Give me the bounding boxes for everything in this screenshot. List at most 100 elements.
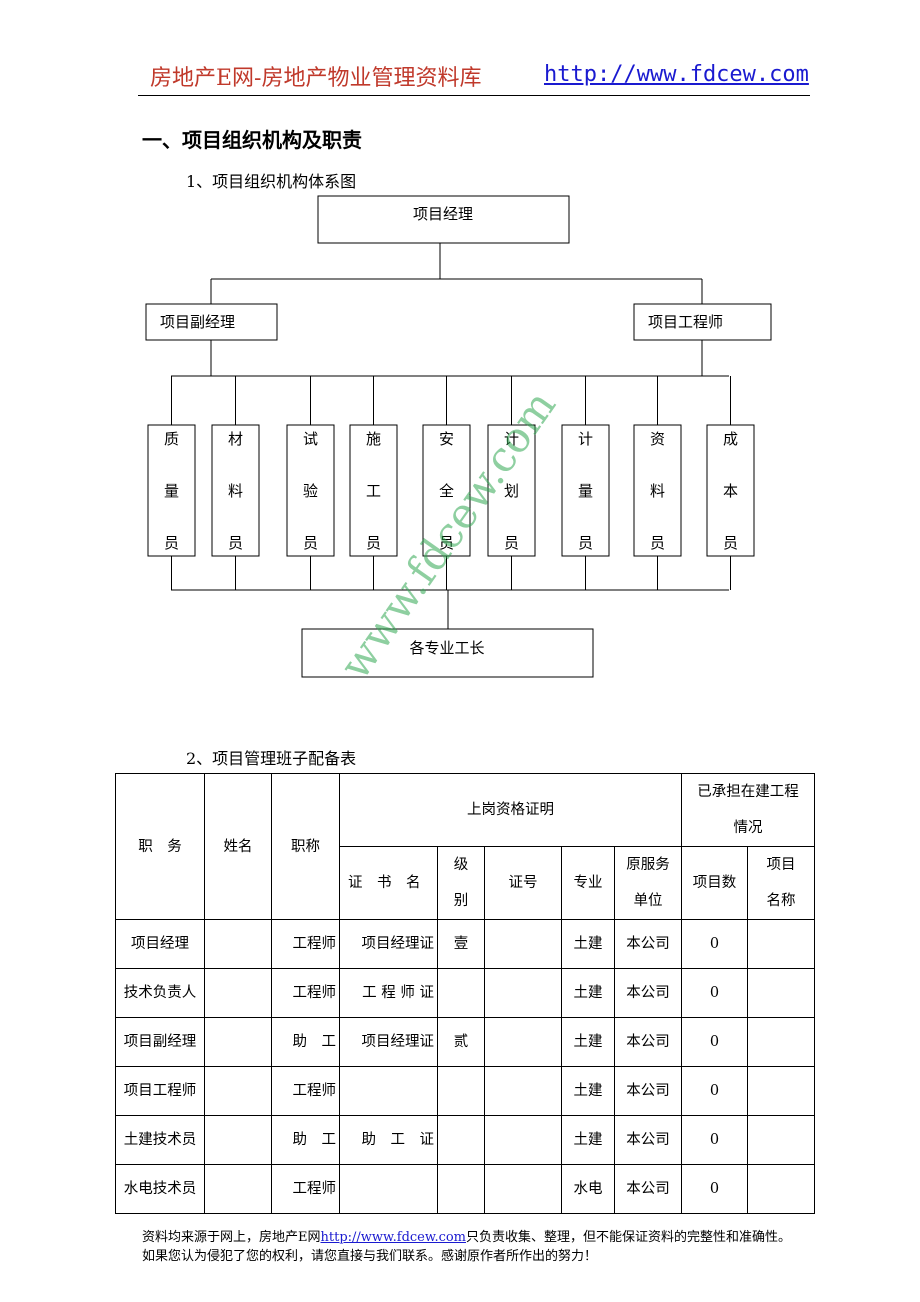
cell-title: 工程师 — [271, 968, 340, 1018]
cell-project-count: 0 — [681, 1164, 748, 1214]
header-title: 职称 — [271, 773, 340, 920]
cell-title: 助 工 — [271, 1115, 340, 1165]
header-cert-name: 证 书 名 — [339, 846, 438, 920]
org-chart: 项目经理项目副经理项目工程师各专业工长质量员材料员试验员施工员安全员计划员计量员… — [145, 195, 772, 678]
cell-title: 工程师 — [271, 1164, 340, 1214]
cell-title: 工程师 — [271, 919, 340, 969]
cell-cert-no — [484, 1115, 562, 1165]
cell-position: 技术负责人 — [115, 968, 205, 1018]
cell-unit: 本公司 — [614, 1017, 682, 1067]
org-box-manager — [317, 195, 570, 244]
cell-project-count: 0 — [681, 1066, 748, 1116]
header-project-count: 项目数 — [681, 846, 748, 920]
section-title: 一、项目组织机构及职责 — [142, 128, 362, 152]
cell-position: 土建技术员 — [115, 1115, 205, 1165]
org-staff-label: 试 — [303, 430, 318, 448]
cell-position: 项目经理 — [115, 919, 205, 969]
cell-position: 项目工程师 — [115, 1066, 205, 1116]
org-staff-label: 员 — [366, 534, 381, 552]
cell-level: 壹 — [437, 919, 485, 969]
org-staff-label: 划 — [504, 482, 519, 500]
cell-cert-name: 项目经理证 — [339, 919, 438, 969]
header-level: 级 别 — [437, 846, 485, 920]
cell-project-name — [747, 1066, 815, 1116]
cell-specialty: 土建 — [561, 968, 615, 1018]
org-staff-label: 质 — [164, 430, 179, 448]
cell-unit: 本公司 — [614, 1066, 682, 1116]
cell-title: 工程师 — [271, 1066, 340, 1116]
header-divider — [138, 95, 810, 96]
header-level-line2: 别 — [453, 893, 469, 909]
org-staff-label: 员 — [650, 534, 665, 552]
footer-link[interactable]: http://www.fdcew.com — [320, 1230, 467, 1245]
org-staff-label: 施 — [366, 430, 381, 448]
header-unit-line1: 原服务 — [626, 857, 670, 873]
cell-project-name — [747, 1164, 815, 1214]
org-staff-label: 验 — [303, 482, 318, 500]
footer-line-1: 资料均来源于网上，房地产E网http://www.fdcew.com只负责收集、… — [142, 1228, 822, 1247]
header-cert-group: 上岗资格证明 — [339, 773, 682, 847]
org-staff-label: 量 — [164, 482, 179, 500]
cell-specialty: 土建 — [561, 1066, 615, 1116]
cell-cert-no — [484, 968, 562, 1018]
org-box-foremen — [301, 628, 594, 678]
header-project-name-line2: 名称 — [766, 893, 796, 909]
cell-specialty: 水电 — [561, 1164, 615, 1214]
org-staff-label: 计 — [578, 430, 593, 448]
header-projects-line2: 情况 — [733, 820, 763, 836]
staffing-table-subtitle: 2、项目管理班子配备表 — [186, 749, 357, 768]
org-staff-label: 员 — [504, 534, 519, 552]
cell-name — [204, 968, 272, 1018]
cell-project-name — [747, 968, 815, 1018]
footer-text-pre: 资料均来源于网上，房地产E网 — [142, 1230, 321, 1245]
cell-project-name — [747, 919, 815, 969]
cell-project-count: 0 — [681, 1017, 748, 1067]
org-staff-label: 员 — [439, 534, 454, 552]
cell-project-count: 0 — [681, 968, 748, 1018]
org-label-foremen: 各专业工长 — [409, 639, 484, 657]
header-name: 姓名 — [204, 773, 272, 920]
header-specialty: 专业 — [561, 846, 615, 920]
org-staff-label: 量 — [578, 482, 593, 500]
cell-level — [437, 968, 485, 1018]
cell-level — [437, 1115, 485, 1165]
header-cert-no: 证号 — [484, 846, 562, 920]
cell-project-count: 0 — [681, 919, 748, 969]
cell-cert-name: 项目经理证 — [339, 1017, 438, 1067]
header-projects-group: 已承担在建工程 情况 — [681, 773, 815, 847]
cell-project-count: 0 — [681, 1115, 748, 1165]
cell-level — [437, 1066, 485, 1116]
cell-unit: 本公司 — [614, 1164, 682, 1214]
cell-position: 水电技术员 — [115, 1164, 205, 1214]
org-chart-subtitle: 1、项目组织机构体系图 — [186, 172, 357, 191]
org-staff-label: 员 — [164, 534, 179, 552]
header-project-name: 项目 名称 — [747, 846, 815, 920]
cell-unit: 本公司 — [614, 968, 682, 1018]
cell-name — [204, 1164, 272, 1214]
org-label-deputy: 项目副经理 — [160, 313, 235, 331]
cell-unit: 本公司 — [614, 919, 682, 969]
cell-specialty: 土建 — [561, 1115, 615, 1165]
cell-cert-name: 助 工 证 — [339, 1115, 438, 1165]
cell-name — [204, 1066, 272, 1116]
org-staff-label: 工 — [366, 482, 381, 500]
cell-level: 贰 — [437, 1017, 485, 1067]
org-label-engineer: 项目工程师 — [648, 313, 723, 331]
cell-specialty: 土建 — [561, 1017, 615, 1067]
cell-unit: 本公司 — [614, 1115, 682, 1165]
header-title: 房地产E网-房地产物业管理资料库 — [150, 66, 482, 91]
cell-specialty: 土建 — [561, 919, 615, 969]
org-staff-label: 资 — [650, 430, 665, 448]
org-staff-label: 全 — [439, 482, 454, 500]
cell-position: 项目副经理 — [115, 1017, 205, 1067]
org-staff-label: 员 — [723, 534, 738, 552]
org-staff-label: 材 — [228, 430, 243, 448]
org-staff-label: 员 — [578, 534, 593, 552]
header-url-link[interactable]: http://www.fdcew.com — [544, 62, 809, 87]
